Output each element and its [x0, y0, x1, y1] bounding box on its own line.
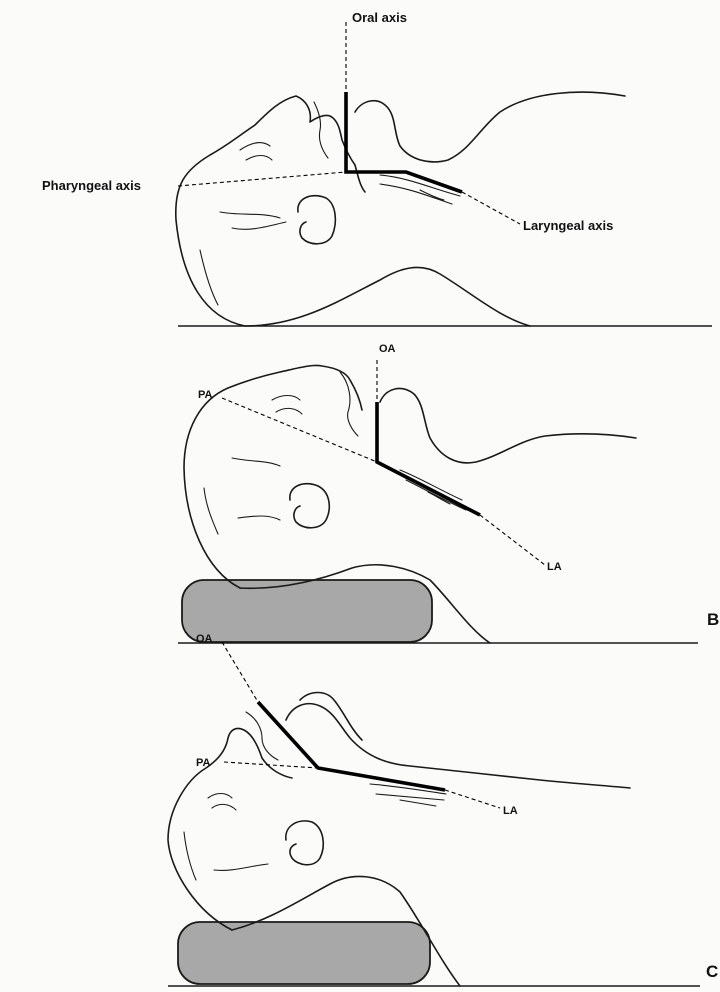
panel-c-tongue-contour — [286, 704, 630, 788]
panel-a-head-outline — [176, 96, 365, 326]
panel-c-pharyngeal-axis-label: PA — [196, 757, 211, 769]
panel-b-airway-axes-solid — [377, 402, 480, 515]
panel-a-airway-axes-solid — [346, 92, 462, 192]
panel-b: OA PA LA B — [178, 343, 719, 643]
panel-a-pharyngeal-axis-label: Pharyngeal axis — [42, 178, 141, 193]
panel-b-ear — [290, 484, 329, 528]
panel-a-tongue-contour — [355, 92, 625, 162]
panel-a-neck-back — [245, 267, 530, 326]
panel-c-oral-axis-label: OA — [196, 633, 213, 645]
panel-a: Oral axis Pharyngeal axis Laryngeal axis — [42, 10, 712, 326]
panel-c: OA PA LA C — [168, 633, 718, 986]
panel-c-laryngeal-axis-dashed — [445, 790, 500, 808]
panel-c-head-outline — [168, 728, 292, 930]
panel-a-oral-axis-label: Oral axis — [352, 10, 407, 25]
panel-b-pillow — [182, 580, 432, 642]
panel-c-upper-contour — [300, 693, 362, 741]
panel-a-laryngeal-axis-dashed — [462, 192, 520, 224]
panel-a-lips — [314, 102, 328, 158]
panel-a-pharyngeal-axis-dashed — [178, 172, 346, 186]
panel-b-eye-brow — [272, 396, 302, 415]
panel-a-pharynx-lines — [380, 175, 460, 204]
panel-b-laryngeal-axis-dashed — [480, 515, 545, 565]
panel-b-pharyngeal-axis-dashed — [222, 398, 377, 462]
panel-b-laryngeal-axis-label: LA — [547, 561, 562, 573]
panel-c-pillow — [178, 922, 430, 984]
panel-a-hair-strokes — [200, 212, 286, 305]
panel-c-eye-brow — [208, 794, 236, 811]
panel-c-laryngeal-axis-label: LA — [503, 805, 518, 817]
panel-b-letter: B — [707, 610, 719, 629]
panel-c-pharyngeal-axis-dashed — [224, 762, 318, 768]
panel-c-ear — [286, 821, 323, 865]
panel-b-oral-axis-label: OA — [379, 343, 396, 355]
panel-c-letter: C — [706, 962, 718, 981]
panel-a-eye-brow — [240, 143, 272, 160]
panel-b-pharyngeal-axis-label: PA — [198, 389, 213, 401]
panel-b-tongue-contour — [380, 388, 636, 462]
panel-a-laryngeal-axis-label: Laryngeal axis — [523, 218, 613, 233]
panel-a-ear — [298, 196, 336, 244]
panel-b-hair-strokes — [204, 458, 280, 534]
panel-c-oral-axis-dashed — [222, 642, 258, 702]
panel-c-hair-strokes — [184, 832, 268, 880]
panel-b-lips — [340, 372, 358, 436]
